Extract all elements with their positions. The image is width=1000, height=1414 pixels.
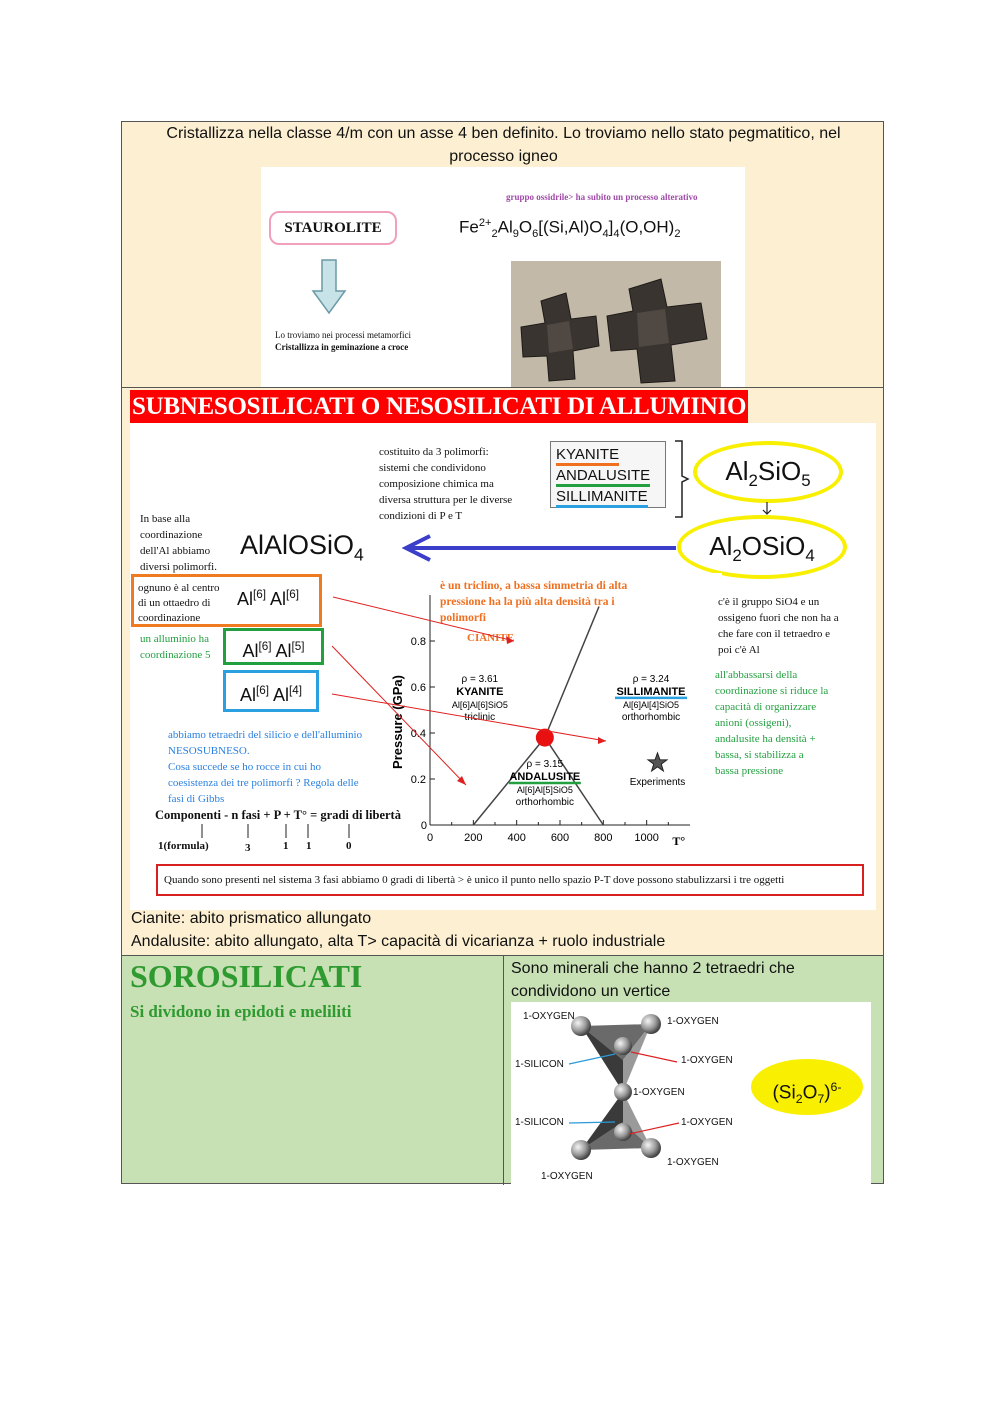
polymorph-description: costituito da 3 polimorfi: sistemi che c…: [379, 446, 513, 522]
y-axis-label: Pressure (GPa): [390, 675, 405, 769]
gibbs-values: 1(formula) 3 1 1 0: [158, 840, 352, 854]
x-tick-label: 400: [507, 832, 525, 844]
sorosilicates-section: SOROSILICATI Si dividono in epidoti e me…: [121, 955, 884, 1185]
sio4-note: c'è il gruppo SiO4 e un ossigeno fuori c…: [718, 596, 839, 656]
staurolite-intro: Cristallizza nella classe 4/m con un ass…: [166, 125, 841, 165]
blue-left-arrow-icon: [402, 534, 676, 562]
field-name: KYANITE: [456, 686, 503, 698]
field-density: ρ = 3.15: [527, 759, 564, 770]
field-site: Al[6]Al[4]SiO5: [623, 700, 679, 710]
field-system: orthorhombic: [622, 712, 680, 723]
polymorph-list: KYANITE ANDALUSITE SILLIMANITE: [550, 441, 666, 508]
alalosio4-formula: AlAlOSiO4: [240, 530, 364, 565]
andalusite-label: ANDALUSITE: [556, 468, 651, 487]
kyanite-label: KYANITE: [556, 447, 620, 466]
label-oxygen-1: 1-OXYGEN: [523, 1011, 575, 1022]
double-tetrahedron-icon: [568, 1014, 680, 1160]
staurolite-name-box: STAUROLITE: [269, 211, 397, 245]
staurolite-crystal-photo: [511, 261, 721, 387]
field-system: orthorhombic: [516, 797, 574, 808]
andalusite-note: all'abbassarsi della coordinazione si ri…: [715, 669, 829, 777]
sillimanite-label: SILLIMANITE: [556, 489, 648, 508]
coordination-note: In base alla coordinazione dell'Al abbia…: [140, 513, 217, 573]
triclinic-note: è un triclino, a bassa simmetria di alta…: [440, 580, 628, 624]
al6-al6-label: Al[6] Al[6]: [237, 588, 300, 609]
field-name: ANDALUSITE: [509, 771, 580, 783]
label-oxygen-7: 1-OXYGEN: [541, 1171, 593, 1182]
sorosilicati-subheading: Si dividono in epidoti e meliliti: [130, 1002, 352, 1021]
cianite-label: CIANITE: [467, 632, 515, 644]
staurolite-figure: gruppo ossidrile> ha subito un processo …: [261, 167, 745, 389]
al2sio5-oval: Al2SiO5: [693, 441, 843, 503]
y-tick-label: 0.8: [411, 636, 426, 648]
bracket-icon: [675, 440, 690, 518]
x-tick-label: 1000: [634, 832, 658, 844]
label-oxygen-4: 1-OXYGEN: [633, 1087, 685, 1098]
x-tick-label: 600: [551, 832, 569, 844]
coord-box-al6-al6: ognuno è al centro di un ottaedro di coo…: [131, 574, 322, 627]
field-density: ρ = 3.61: [462, 674, 499, 685]
gibbs-ticks: [201, 824, 350, 838]
y-tick-label: 0.2: [411, 774, 426, 786]
sorosilicati-heading: SOROSILICATI: [130, 958, 363, 994]
field-system: triclinic: [465, 712, 496, 723]
experiments-star: [646, 751, 669, 773]
field-site: Al[6]Al[5]SiO5: [517, 785, 573, 795]
nesosilicates-section: SUBNESOSILICATI O NESOSILICATI DI ALLUMI…: [121, 387, 884, 956]
label-silicon-2: 1-SILICON: [515, 1117, 564, 1128]
field-density: ρ = 3.24: [633, 674, 670, 685]
coord-box-al6-al5: Al[6] Al[5]: [223, 628, 324, 665]
octahedron-note: ognuno è al centro di un ottaedro di coo…: [138, 582, 220, 624]
phase-rule-box: Quando sono presenti nel sistema 3 fasi …: [156, 864, 864, 896]
connector-lines: [331, 596, 607, 786]
y-tick-label: 0.6: [411, 682, 426, 694]
experiments-label: Experiments: [630, 777, 686, 788]
phase-boundary: [472, 737, 546, 826]
x-tick-label: 200: [464, 832, 482, 844]
section-heading: SUBNESOSILICATI O NESOSILICATI DI ALLUMI…: [130, 390, 749, 423]
label-oxygen-2: 1-OXYGEN: [667, 1016, 719, 1027]
y-origin-label: 0: [421, 820, 427, 832]
label-oxygen-6: 1-OXYGEN: [667, 1157, 719, 1168]
field-name: SILLIMANITE: [616, 686, 685, 698]
sorosilicati-description: Sono minerali che hanno 2 tetraedri che …: [511, 960, 795, 1000]
down-arrow-icon: [311, 259, 347, 315]
phase-boundary: [544, 606, 600, 738]
si2o7-oval: (Si2O7)6-: [751, 1059, 863, 1115]
coord-box-al6-al4: Al[6] Al[4]: [223, 670, 319, 712]
hydroxyl-note: gruppo ossidrile> ha subito un processo …: [506, 192, 698, 202]
x-tick-label: 800: [594, 832, 612, 844]
staurolite-formula: Fe2+2Al9O6[(Si,Al)O4]4(O,OH)2: [459, 217, 681, 241]
label-silicon-1: 1-SILICON: [515, 1059, 564, 1070]
tetrahedra-figure: 1-OXYGEN 1-OXYGEN 1-SILICON 1-OXYGEN 1-O…: [511, 1002, 871, 1184]
gibbs-rule: Componenti - n fasi + P + T° = gradi di …: [155, 808, 401, 822]
chart-background: [390, 573, 722, 858]
label-oxygen-5: 1-OXYGEN: [681, 1117, 733, 1128]
field-site: Al[6]Al[6]SiO5: [452, 700, 508, 710]
x-tick-label: 0: [427, 832, 433, 844]
metamorphic-note: Lo troviamo nei processi metamorfici Cri…: [275, 330, 411, 352]
al5-note: un alluminio ha coordinazione 5: [140, 633, 211, 661]
phase-boundary: [544, 737, 604, 826]
small-down-arrow-icon: [762, 502, 772, 515]
label-oxygen-3: 1-OXYGEN: [681, 1055, 733, 1066]
tetrahedra-note: abbiamo tetraedri del silicio e dell'all…: [168, 729, 363, 805]
triple-point: [535, 728, 554, 747]
kyanite-habit: Cianite: abito prismatico allungato: [131, 910, 372, 927]
staurolite-section: Cristallizza nella classe 4/m con un ass…: [121, 121, 884, 389]
al2osio4-oval: Al2OSiO4: [677, 515, 847, 579]
x-axis-label: T°: [672, 834, 685, 848]
column-divider: [503, 956, 504, 1185]
andalusite-habit: Andalusite: abito allungato, alta T> cap…: [131, 933, 666, 950]
